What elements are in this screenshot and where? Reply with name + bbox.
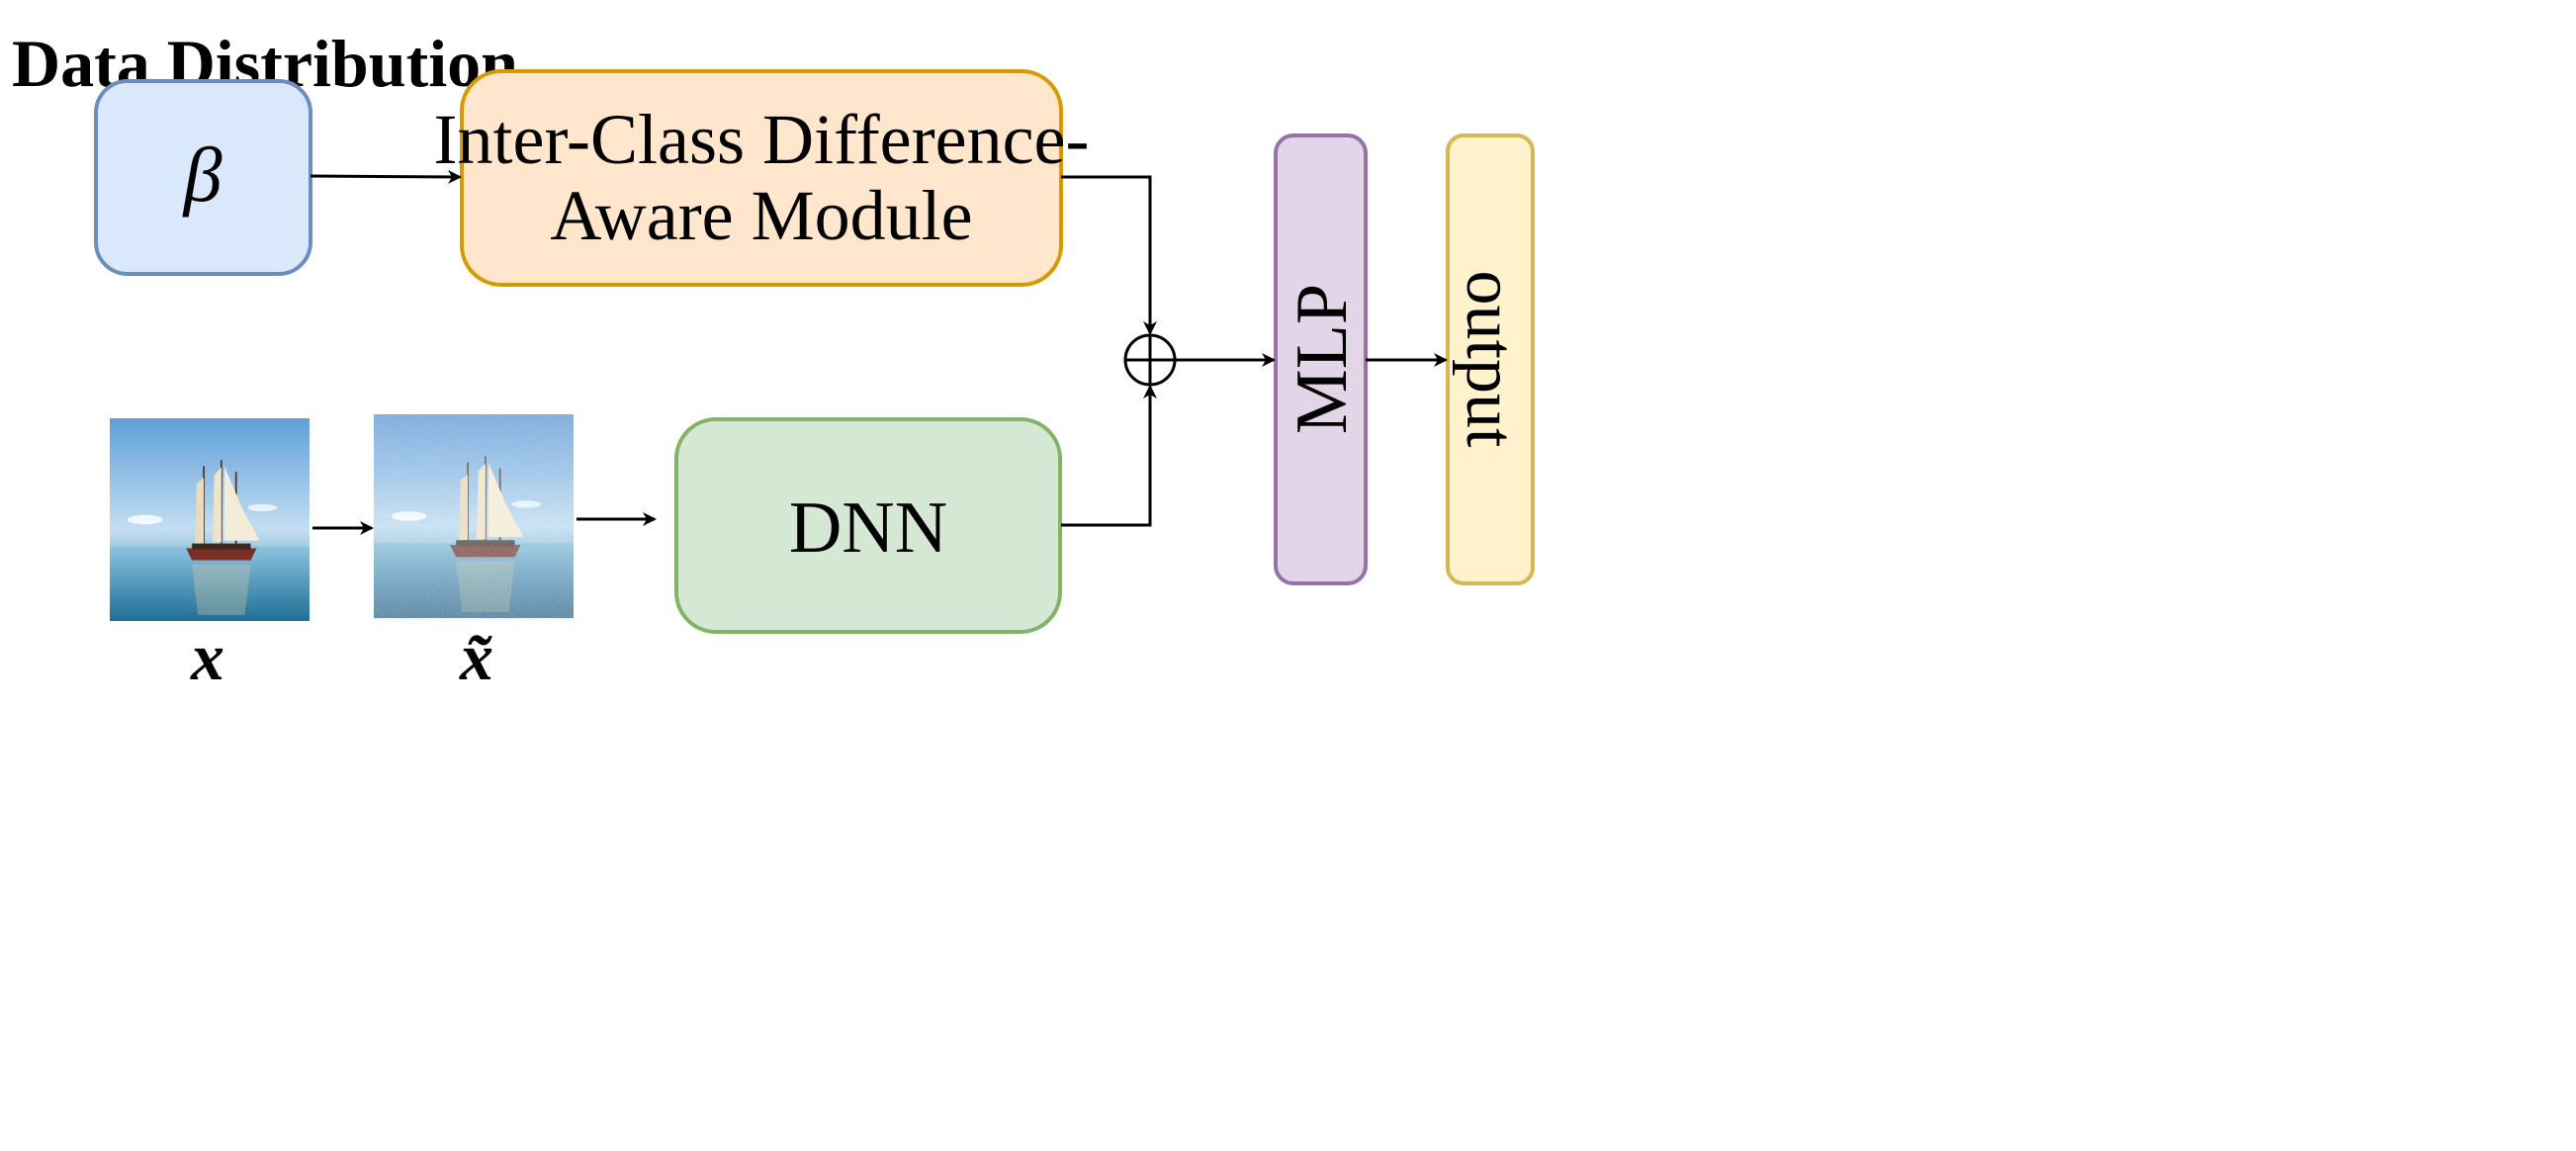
- output-box: [1446, 133, 1535, 585]
- arrow-dnn-to-add: [1061, 385, 1157, 527]
- output-label: output: [1452, 271, 1528, 448]
- arrow-beta-to-module: [310, 169, 462, 184]
- clean-image-caption: x: [190, 619, 224, 694]
- inter-class-module-label-line2: Aware Module: [550, 176, 972, 255]
- connector-arrows: [310, 169, 1448, 535]
- noisy-image-caption: x̃: [459, 619, 493, 694]
- arrow-module-to-add: [1061, 175, 1157, 335]
- dnn-box: [674, 417, 1062, 634]
- dnn-label: DNN: [789, 487, 947, 569]
- inter-class-module-label-line1: Inter-Class Difference-: [434, 100, 1090, 179]
- noisy-ship-image: [373, 413, 575, 619]
- clean-ship-image: [109, 417, 311, 622]
- mlp-label: MLP: [1282, 284, 1363, 434]
- beta-symbol: β: [182, 132, 222, 218]
- add-operator: [1123, 333, 1177, 387]
